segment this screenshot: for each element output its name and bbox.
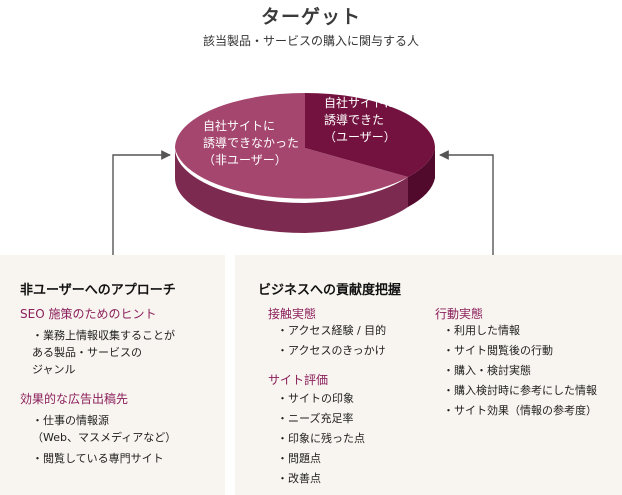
pie-side-main-right (305, 177, 408, 233)
business-panel-title: ビジネスへの貢献度把握 (258, 283, 402, 298)
pie-slice-non-user (175, 93, 408, 199)
evaluation-item: ニーズ充足率 (277, 409, 365, 429)
left-feedback-arrow (112, 150, 171, 255)
evaluation-item: 改善点 (277, 469, 365, 489)
ad-placement-list: 仕事の情報源 （Web、マスメディアなど） 閲覧している専門サイト (32, 412, 176, 469)
behavior-item: 利用した情報 (443, 321, 597, 341)
pie-side-main (175, 148, 305, 233)
behavior-item: 購入検討時に参考にした情報 (443, 381, 597, 401)
pie-label-non-user-line-2: 誘導できなかった (203, 136, 300, 150)
seo-hints-list: 業務上情報収集することが ある製品・サービスの ジャンル (32, 327, 175, 381)
contact-item: アクセスのきっかけ (277, 341, 386, 361)
pie-label-non-user-line-3: （非ユーザー） (203, 153, 287, 167)
seo-hints-heading: SEO 施策のためのヒント (20, 307, 157, 321)
pie-label-user-line-1: 自社サイトに (324, 96, 397, 110)
site-evaluation-list: サイトの印象 ニーズ充足率 印象に残った点 問題点 改善点 (277, 389, 365, 489)
behavior-item: サイト効果（情報の参考度） (443, 401, 597, 421)
non-user-approach-panel: 非ユーザーへのアプローチ SEO 施策のためのヒント 業務上情報収集することが … (0, 255, 225, 495)
contact-heading: 接触実態 (268, 307, 317, 321)
evaluation-item: 印象に残った点 (277, 429, 365, 449)
ad-placement-item: 仕事の情報源 （Web、マスメディアなど） (32, 412, 176, 446)
pie-label-user-line-2: 誘導できた (324, 113, 385, 127)
site-evaluation-heading: サイト評価 (268, 373, 329, 387)
pie-slice-user (305, 93, 435, 177)
business-contribution-panel: ビジネスへの貢献度把握 接触実態 アクセス経験 / 目的 アクセスのきっかけ サ… (235, 255, 622, 495)
diagram-subtitle: 該当製品・サービスの購入に関与する人 (202, 34, 419, 48)
contact-item: アクセス経験 / 目的 (277, 321, 386, 341)
pie-label-non-user-line-1: 自社サイトに (203, 119, 276, 133)
diagram-title: ターゲット (260, 6, 361, 28)
pie-label-user-line-3: （ユーザー） (324, 130, 396, 144)
behavior-item: 購入・検討実態 (443, 361, 597, 381)
right-feedback-arrow (439, 150, 494, 255)
seo-hint-item: 業務上情報収集することが ある製品・サービスの ジャンル (32, 327, 175, 378)
non-user-panel-title: 非ユーザーへのアプローチ (20, 283, 176, 298)
evaluation-item: サイトの印象 (277, 389, 365, 409)
ad-placement-heading: 効果的な広告出稿先 (20, 392, 129, 406)
pie-label-non-user: 自社サイトに 誘導できなかった （非ユーザー） (203, 118, 299, 169)
behavior-item: サイト閲覧後の行動 (443, 341, 597, 361)
ad-placement-item: 閲覧している専門サイト (32, 449, 176, 469)
contact-list: アクセス経験 / 目的 アクセスのきっかけ (277, 321, 386, 361)
behavior-list: 利用した情報 サイト閲覧後の行動 購入・検討実態 購入検討時に参考にした情報 サ… (443, 321, 597, 421)
pie-label-user: 自社サイトに 誘導できた （ユーザー） (324, 95, 396, 146)
behavior-heading: 行動実態 (435, 307, 484, 321)
pie-side-accent (408, 148, 435, 207)
evaluation-item: 問題点 (277, 449, 365, 469)
